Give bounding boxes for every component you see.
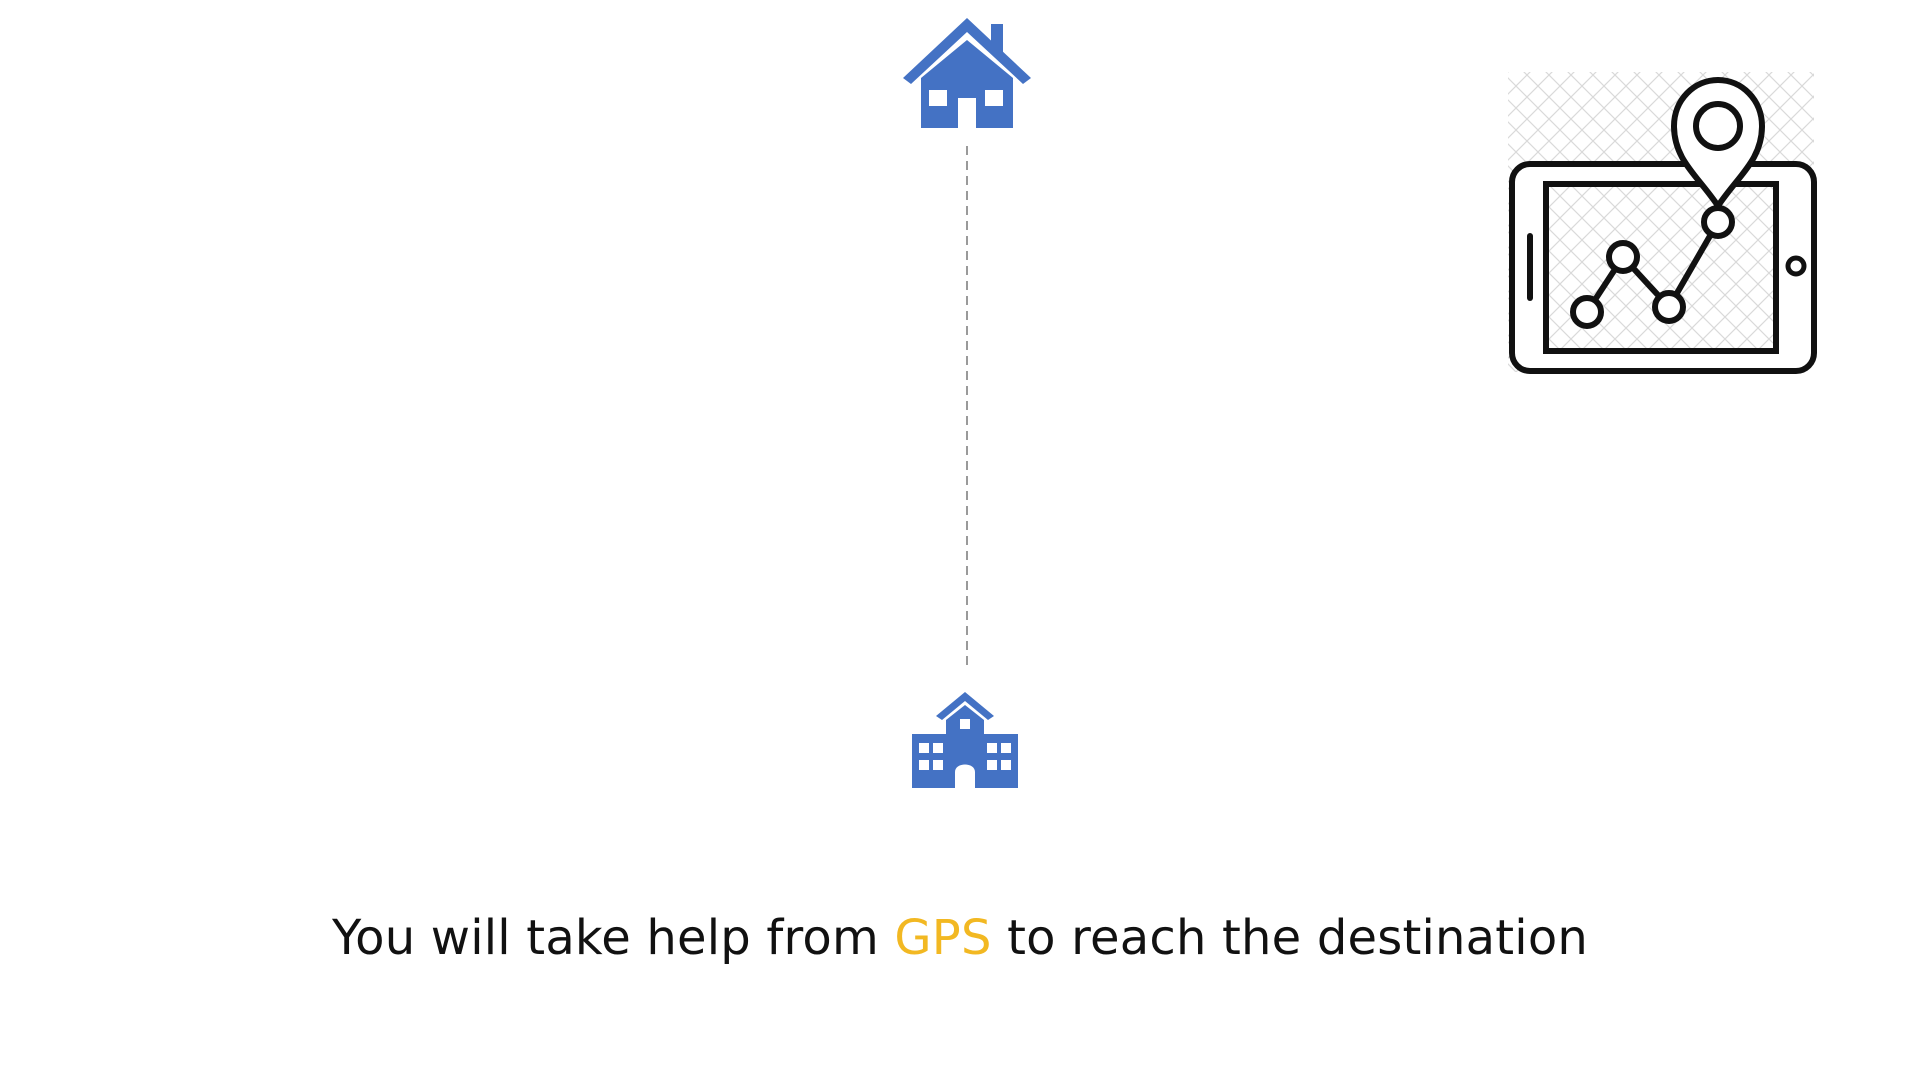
gps-tablet-route-icon xyxy=(1508,72,1817,374)
dashed-route-line xyxy=(966,146,968,670)
caption-text-before: You will take help from xyxy=(331,910,879,966)
house-icon xyxy=(903,18,1031,128)
caption-text-after: to reach the destination xyxy=(1007,910,1589,966)
caption-gps-highlight: GPS xyxy=(894,910,992,966)
school-building-icon xyxy=(912,692,1018,788)
slide-caption: You will take help from GPS to reach the… xyxy=(0,898,1920,978)
